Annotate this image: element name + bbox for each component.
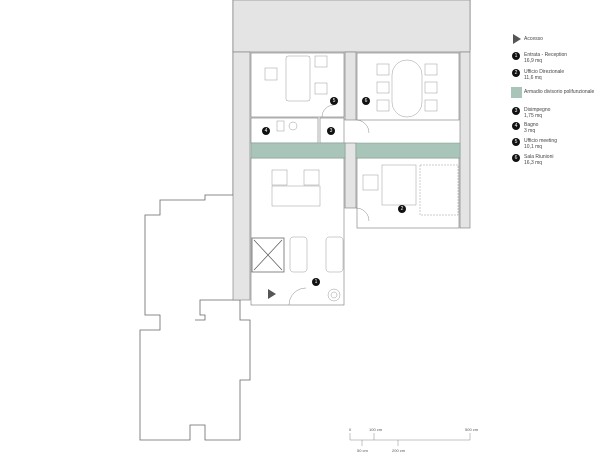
room-marker-6: 6 [362, 97, 370, 105]
legend-area: 10,1 mq [524, 144, 543, 150]
scale-label: 500 cm [465, 427, 479, 432]
legend-area: 3 mq [524, 128, 536, 134]
room-marker-2: 2 [398, 205, 406, 213]
cabinet-swatch [511, 87, 522, 98]
legend-label: Armadio divisorio polifunzionale [524, 89, 595, 95]
entrance-arrow-icon [268, 289, 276, 299]
legend-label: Disimpegno [524, 107, 551, 113]
legend-area: 1,75 mq [524, 113, 543, 119]
legend-area: 16,3 mq [524, 160, 543, 166]
doors [288, 104, 370, 306]
scale-label: 100 cm [369, 427, 383, 432]
legend-marker: 4 [512, 122, 520, 130]
legend-marker: 6 [512, 154, 520, 162]
rooms [250, 52, 460, 306]
room-meeting-hall [356, 52, 460, 121]
room-meeting-office [250, 52, 345, 118]
room-marker-4: 4 [262, 127, 270, 135]
room-marker-3: 3 [327, 127, 335, 135]
legend-marker: 1 [512, 52, 520, 60]
furniture [264, 55, 459, 302]
elevator [251, 237, 285, 273]
legend-area: 11,6 mq [524, 75, 542, 81]
scale-label: 0 [349, 427, 352, 432]
wall-mass [232, 0, 471, 301]
legend-label: Ufficio meeting [524, 138, 557, 144]
legend-label: Sala Riunioni [524, 154, 554, 160]
legend-label: Ufficio Direzionale [524, 69, 565, 75]
room-marker-1: 1 [312, 278, 320, 286]
legend-label: Entrata - Reception [524, 52, 568, 58]
cabinet-band [250, 142, 461, 159]
room-marker-5: 5 [330, 97, 338, 105]
room-reception [250, 157, 345, 306]
legend-marker: 3 [512, 107, 520, 115]
room-director-office [356, 157, 460, 229]
legend-label: Accesso [524, 36, 543, 42]
legend-label: Bagno [524, 122, 539, 128]
scale-bar [349, 433, 471, 446]
legend-area: 16,9 mq [524, 58, 543, 64]
scale-label: 50 cm [357, 448, 368, 453]
entrance-arrow-icon [513, 34, 521, 44]
scale-label: 200 cm [392, 448, 406, 453]
legend-marker: 2 [512, 69, 520, 77]
legend-marker: 5 [512, 138, 520, 146]
